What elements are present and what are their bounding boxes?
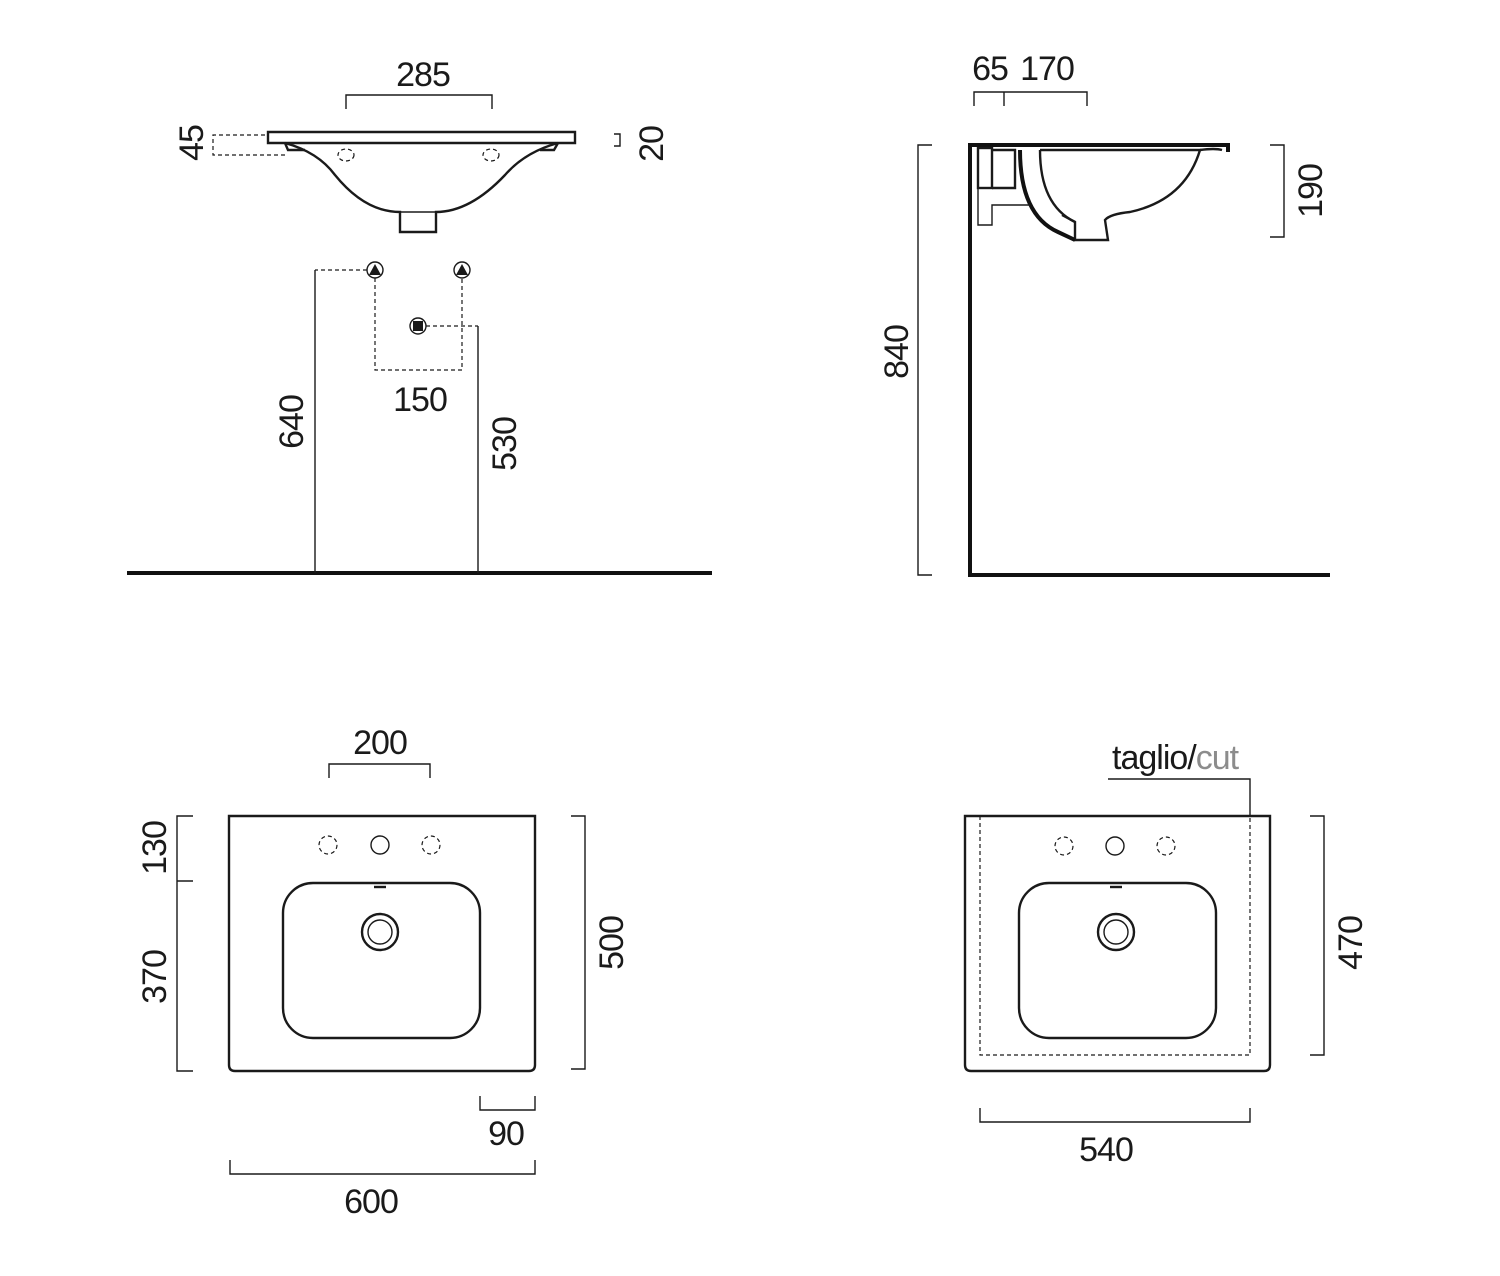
top-drain-icon bbox=[360, 912, 400, 952]
cut-tap-hole-center bbox=[1105, 836, 1125, 856]
dim-line-45 bbox=[212, 134, 285, 156]
dim-label-840: 840 bbox=[878, 325, 916, 379]
side-wall-line bbox=[968, 143, 1330, 577]
dim-line-540 bbox=[979, 1108, 1251, 1123]
dim-line-840 bbox=[917, 144, 932, 576]
dim-label-200: 200 bbox=[353, 724, 407, 762]
cut-drain-icon bbox=[1096, 912, 1136, 952]
cut-label: taglio/cut bbox=[1112, 739, 1240, 777]
supply-valve-left-icon bbox=[366, 261, 384, 279]
dim-line-20 bbox=[614, 133, 621, 147]
dim-label-285: 285 bbox=[396, 56, 450, 94]
front-basin-outline bbox=[266, 130, 577, 234]
top-tap-hole-right bbox=[421, 835, 441, 855]
drain-outlet-icon bbox=[409, 317, 427, 335]
cut-line bbox=[979, 816, 1251, 1056]
dim-label-470: 470 bbox=[1332, 916, 1370, 970]
cut-basin-outline bbox=[963, 814, 1272, 1073]
dim-line-285 bbox=[345, 94, 493, 109]
dim-label-530: 530 bbox=[486, 417, 524, 471]
dim-label-90: 90 bbox=[488, 1115, 524, 1153]
dim-label-500: 500 bbox=[593, 916, 631, 970]
cut-label-leader bbox=[1108, 778, 1251, 816]
dim-line-190 bbox=[1270, 144, 1285, 238]
dim-line-600 bbox=[229, 1160, 536, 1175]
top-tap-hole-center bbox=[370, 835, 390, 855]
top-bowl-outline bbox=[281, 881, 482, 1040]
dim-line-90 bbox=[479, 1096, 536, 1111]
dim-line-130-370 bbox=[176, 815, 193, 1072]
cut-tap-hole-left bbox=[1054, 836, 1074, 856]
cut-tap-hole-right bbox=[1156, 836, 1176, 856]
dim-label-190: 190 bbox=[1292, 164, 1330, 218]
dim-line-470 bbox=[1310, 815, 1325, 1056]
dim-label-65: 65 bbox=[972, 50, 1008, 88]
dim-label-130: 130 bbox=[136, 821, 174, 875]
dim-label-170: 170 bbox=[1020, 50, 1074, 88]
dim-label-370: 370 bbox=[136, 950, 174, 1004]
dim-label-540: 540 bbox=[1079, 1131, 1133, 1169]
front-view: 285 45 20 150 640 530 bbox=[127, 56, 712, 575]
top-basin-outline bbox=[227, 814, 537, 1073]
top-tap-hole-left bbox=[318, 835, 338, 855]
dim-line-150 bbox=[374, 278, 463, 371]
cut-label-taglio: taglio/ bbox=[1112, 739, 1197, 777]
cut-label-cut: cut bbox=[1196, 739, 1240, 777]
supply-valve-right-icon bbox=[453, 261, 471, 279]
dim-label-150: 150 bbox=[393, 381, 447, 419]
dim-line-200 bbox=[328, 763, 431, 778]
side-view: 65 170 190 840 bbox=[878, 50, 1330, 577]
cut-bowl-outline bbox=[1017, 881, 1218, 1040]
dim-label-45: 45 bbox=[173, 125, 211, 161]
front-tap-hole-right bbox=[482, 148, 500, 162]
dim-line-65-170 bbox=[973, 91, 1088, 106]
top-view: 200 130 370 500 90 600 bbox=[136, 724, 631, 1221]
dim-label-600: 600 bbox=[344, 1183, 398, 1221]
dim-label-640: 640 bbox=[273, 395, 311, 449]
cut-view: taglio/cut 470 540 bbox=[963, 739, 1370, 1169]
side-basin-section bbox=[972, 143, 1230, 242]
dim-line-500 bbox=[571, 815, 586, 1070]
dim-label-20: 20 bbox=[633, 126, 671, 162]
front-tap-hole-left bbox=[337, 148, 355, 162]
